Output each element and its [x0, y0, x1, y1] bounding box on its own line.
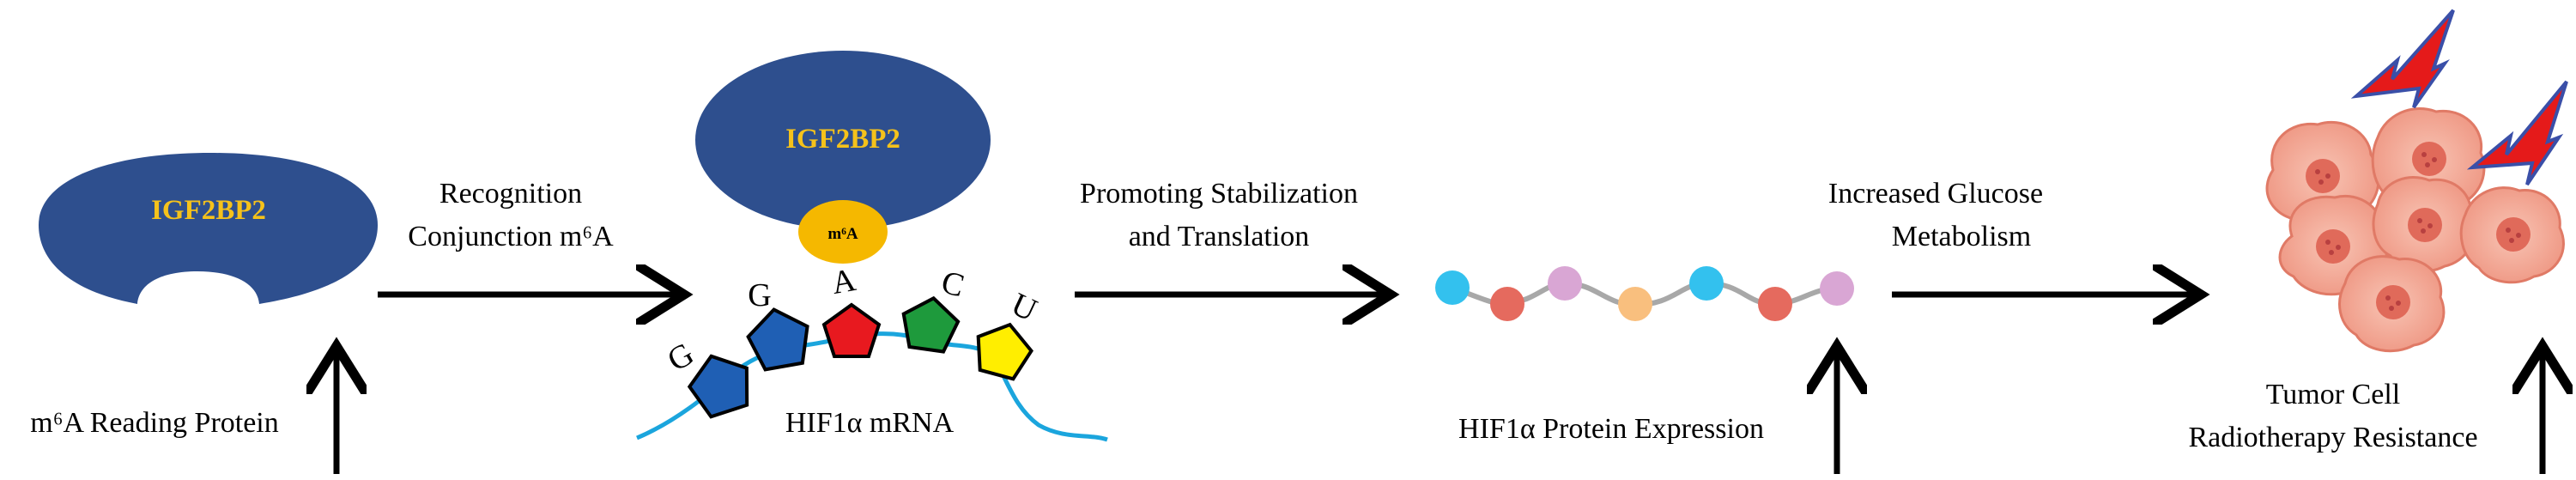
nucleotide-letter-a: A: [829, 262, 859, 301]
nucleotide-letter-g1: G: [662, 336, 700, 379]
nucleotide-g1: [687, 354, 749, 419]
protein-expression-label: HIF1α Protein Expression: [1458, 413, 1764, 445]
protein-blob-icon: [39, 153, 378, 304]
nucleotide-letter-g2: G: [748, 277, 771, 313]
radiation-bolt-icon: [2350, 9, 2455, 109]
protein-name-free: IGF2BP2: [151, 195, 266, 226]
nucleotide-letter-u: U: [1006, 286, 1043, 329]
igf2bp2-bound-complex: IGF2BP2 m⁶A: [695, 51, 991, 264]
glucose-label-line2: Metabolism: [1892, 221, 2031, 252]
nucleotide-a: [821, 302, 882, 358]
protein-blob-icon: [695, 51, 991, 229]
recognition-label-line1: Recognition: [439, 178, 582, 210]
mrna-label: HIF1α mRNA: [785, 407, 955, 439]
m6a-mark-label: m⁶A: [827, 225, 858, 243]
nucleotide-c: [901, 295, 961, 354]
radiation-bolt-icon: [2466, 80, 2568, 186]
amino-acid-bead: [1435, 270, 1470, 305]
amino-acid-bead: [1820, 271, 1854, 306]
amino-acid-chain-icon: [1435, 266, 1854, 321]
glucose-label-line1: Increased Glucose: [1828, 178, 2043, 210]
igf2bp2-free-protein: IGF2BP2: [39, 153, 378, 304]
nucleotide-letter-c: C: [937, 264, 967, 304]
protein-name-bound: IGF2BP2: [785, 124, 900, 155]
amino-acid-bead: [1758, 287, 1792, 321]
tumor-cell: [2372, 176, 2476, 273]
nucleotide-g2: [746, 307, 809, 372]
outcome-label-line1: Tumor Cell: [2266, 379, 2401, 410]
promoting-label-line1: Promoting Stabilization: [1080, 178, 1358, 210]
promoting-label-line2: and Translation: [1129, 221, 1310, 252]
reading-protein-label: m⁶A Reading Protein: [30, 407, 279, 439]
nucleotide-u: [976, 322, 1033, 381]
tumor-cell-cluster-icon: [2265, 107, 2565, 353]
amino-acid-bead: [1548, 266, 1582, 301]
amino-acid-bead: [1689, 266, 1724, 301]
tumor-cell: [2338, 255, 2446, 353]
outcome-label-line2: Radiotherapy Resistance: [2188, 422, 2477, 453]
amino-acid-bead: [1618, 287, 1652, 321]
recognition-label-line2: Conjunction m⁶A: [408, 221, 614, 252]
m6a-mark-icon: [798, 200, 888, 264]
tumor-cell: [2459, 186, 2565, 284]
amino-acid-bead: [1490, 287, 1524, 321]
